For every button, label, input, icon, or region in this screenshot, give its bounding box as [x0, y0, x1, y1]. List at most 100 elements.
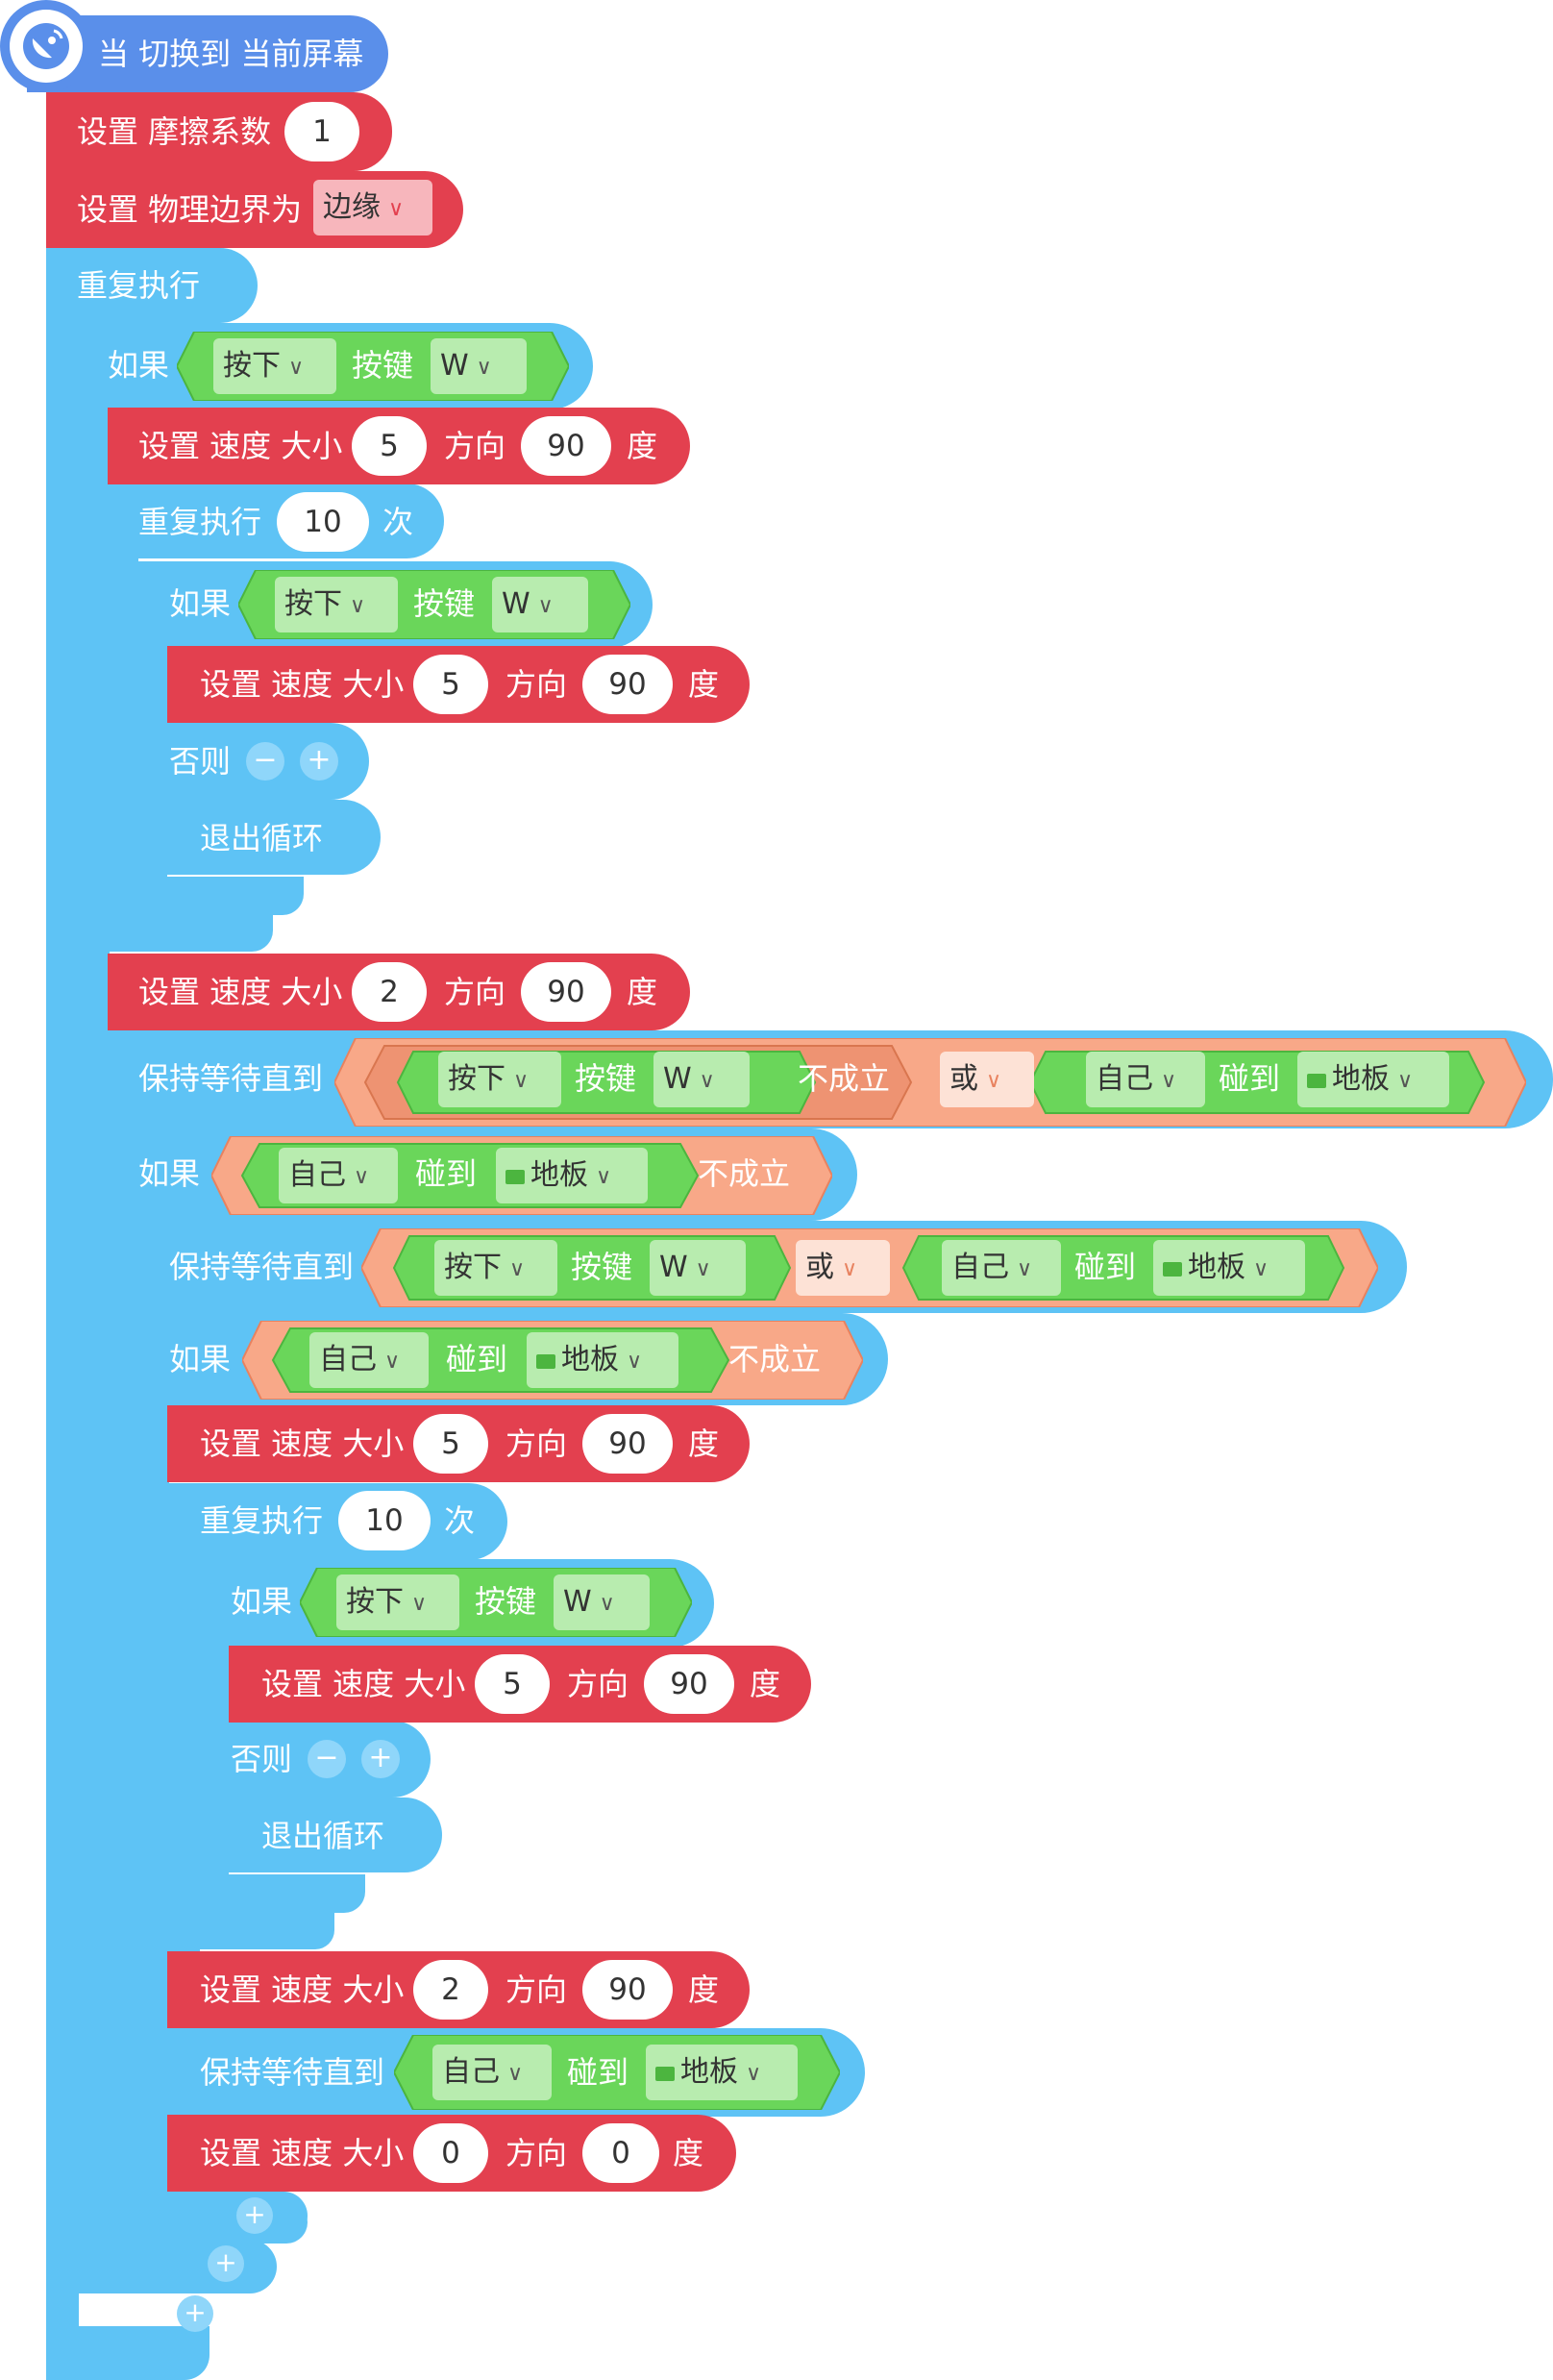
key-text: W	[440, 349, 469, 383]
break-block-2[interactable]	[229, 1797, 442, 1872]
touch-label: 碰到	[415, 1155, 478, 1192]
boundary-value: 边缘	[323, 190, 381, 224]
repeat-label: 重复执行	[138, 504, 262, 540]
direction-input[interactable]: 90	[582, 1960, 673, 2020]
floor-dropdown[interactable]: 地板∨	[1297, 1052, 1449, 1107]
speed-input[interactable]: 5	[413, 655, 488, 714]
direction-input[interactable]: 0	[582, 2123, 659, 2183]
pressed-dropdown[interactable]: 按下∨	[438, 1052, 561, 1107]
chevron-down-icon: ∨	[627, 1350, 643, 1374]
repeat-10-block-1-foot	[110, 911, 273, 952]
plus-button[interactable]: +	[361, 1740, 400, 1778]
set-speed-label: 设置 速度 大小	[200, 666, 405, 703]
degree-label: 度	[627, 974, 658, 1010]
pressed-dropdown[interactable]: 按下 ∨	[275, 577, 398, 632]
boundary-dropdown[interactable]: 边缘∨	[313, 180, 432, 236]
key-dropdown[interactable]: W∨	[653, 1052, 750, 1107]
direction-input[interactable]: 90	[521, 416, 611, 476]
key-text: W	[563, 1585, 592, 1619]
or-dropdown[interactable]: 或∨	[940, 1052, 1034, 1107]
key-dropdown[interactable]: W∨	[650, 1240, 746, 1296]
else-label: 否则	[231, 1741, 293, 1777]
floor-dropdown[interactable]: 地板∨	[496, 1148, 648, 1203]
key-text: W	[502, 587, 530, 621]
direction-input[interactable]: 90	[582, 1414, 673, 1474]
speed-input[interactable]: 5	[475, 1654, 550, 1714]
key-label: 按键	[475, 1583, 537, 1620]
speed-input[interactable]: 2	[352, 962, 427, 1022]
pressed-dropdown[interactable]: 按下∨	[434, 1240, 557, 1296]
key-dropdown[interactable]: W∨	[492, 577, 588, 632]
degree-label: 度	[673, 2135, 704, 2171]
direction-input[interactable]: 90	[644, 1654, 734, 1714]
chevron-down-icon: ∨	[507, 2062, 524, 2086]
self-text: 自己	[288, 1158, 346, 1192]
self-dropdown[interactable]: 自己∨	[279, 1148, 398, 1203]
chevron-down-icon: ∨	[288, 356, 305, 380]
friction-value-input[interactable]: 1	[284, 102, 359, 161]
repeat-label: 重复执行	[200, 1502, 324, 1539]
plus-button[interactable]: +	[177, 2295, 213, 2332]
speed-input[interactable]: 0	[413, 2123, 488, 2183]
direction-label: 方向	[505, 1971, 568, 2008]
repeat-10-block-2-foot	[169, 1913, 334, 1949]
plus-button[interactable]: +	[300, 742, 338, 781]
break-block-1[interactable]	[167, 800, 381, 875]
self-dropdown[interactable]: 自己∨	[942, 1240, 1061, 1296]
plus-button[interactable]: +	[236, 2197, 273, 2234]
key-dropdown-1[interactable]: W∨	[431, 338, 527, 394]
set-speed-label: 设置 速度 大小	[261, 1666, 466, 1702]
key-text: W	[663, 1062, 692, 1096]
self-dropdown[interactable]: 自己∨	[309, 1332, 429, 1388]
repeat-forever-foot	[46, 2326, 210, 2380]
speed-input[interactable]: 5	[413, 1414, 488, 1474]
floor-dropdown[interactable]: 地板∨	[1153, 1240, 1305, 1296]
or-text: 或	[949, 1062, 978, 1096]
pressed-text: 按下	[346, 1585, 404, 1619]
if-label: 如果	[169, 585, 232, 622]
self-text: 自己	[951, 1251, 1009, 1284]
self-dropdown[interactable]: 自己 ∨	[1086, 1052, 1205, 1107]
self-text: 自己	[1096, 1062, 1153, 1096]
minus-button[interactable]: −	[308, 1740, 346, 1778]
repeat-count-input[interactable]: 10	[338, 1491, 431, 1550]
chevron-down-icon: ∨	[596, 1165, 612, 1189]
plus-button[interactable]: +	[208, 2245, 244, 2282]
key-text: W	[659, 1251, 688, 1284]
direction-label: 方向	[505, 2135, 568, 2171]
chevron-down-icon: ∨	[1161, 1069, 1177, 1093]
repeat-count-input[interactable]: 10	[277, 492, 369, 552]
repeat-forever-label: 重复执行	[77, 267, 201, 304]
chevron-down-icon: ∨	[1397, 1069, 1414, 1093]
self-dropdown[interactable]: 自己∨	[432, 2045, 552, 2100]
if-else-block-1-foot	[138, 877, 304, 915]
repeat-forever-block[interactable]	[46, 248, 258, 323]
folder-icon	[1307, 1074, 1326, 1088]
pressed-dropdown-1[interactable]: 按下 ∨	[213, 338, 336, 394]
floor-dropdown[interactable]: 地板∨	[527, 1332, 678, 1388]
pressed-text: 按下	[284, 587, 342, 621]
key-label-1: 按键	[352, 347, 414, 384]
satellite-icon	[10, 10, 83, 83]
or-dropdown[interactable]: 或∨	[796, 1240, 890, 1296]
pressed-dropdown[interactable]: 按下∨	[336, 1574, 459, 1630]
chevron-down-icon: ∨	[476, 356, 492, 380]
speed-input[interactable]: 5	[352, 416, 427, 476]
if-block-3-foot	[138, 2192, 308, 2240]
set-speed-label: 设置 速度 大小	[138, 428, 343, 464]
minus-button[interactable]: −	[246, 742, 284, 781]
not-label: 不成立	[728, 1341, 822, 1377]
folder-icon	[1163, 1262, 1182, 1277]
key-dropdown[interactable]: W∨	[554, 1574, 650, 1630]
pressed-text: 按下	[223, 349, 281, 383]
set-speed-label: 设置 速度 大小	[200, 1971, 405, 2008]
times-label: 次	[444, 1502, 476, 1539]
key-label: 按键	[413, 585, 476, 622]
direction-input[interactable]: 90	[582, 655, 673, 714]
speed-input[interactable]: 2	[413, 1960, 488, 2020]
direction-label: 方向	[567, 1666, 629, 1702]
floor-dropdown[interactable]: 地板∨	[646, 2045, 798, 2100]
direction-input[interactable]: 90	[521, 962, 611, 1022]
chevron-down-icon: ∨	[350, 594, 366, 618]
